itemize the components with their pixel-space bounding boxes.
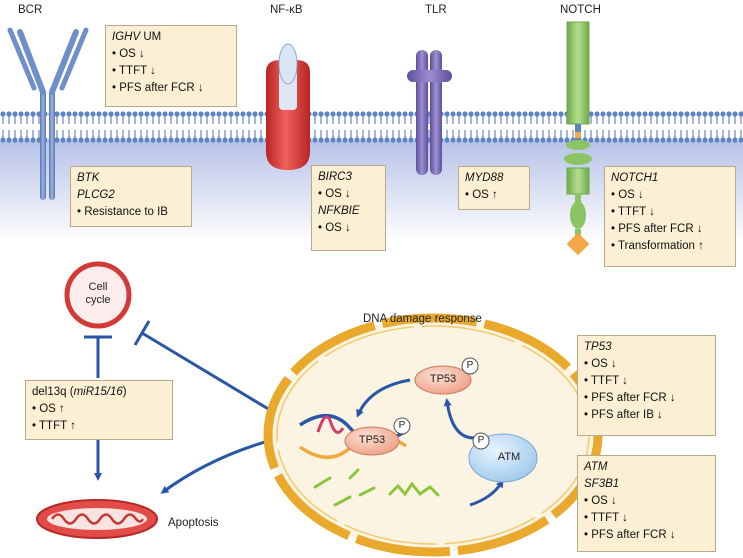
ddr-label: DNA damage response: [363, 313, 482, 325]
list-item: PFS after FCR ↓: [611, 221, 729, 238]
list-item: PFS after FCR ↓: [584, 390, 709, 407]
notch-label: NOTCH: [560, 4, 601, 16]
dna-to-atm-arrow: [469, 479, 504, 507]
gene-label: BTK: [77, 172, 100, 184]
del13q-inhibition-line: [84, 335, 112, 378]
phosphate-label: P: [477, 435, 485, 446]
gene-label: NOTCH1: [611, 172, 659, 184]
del13q-box: del13q (miR15/16) OS ↑ TTFT ↑: [25, 380, 173, 440]
list-item: OS ↓: [611, 187, 729, 204]
list-item: TTFT ↓: [112, 63, 230, 80]
list-item: OS ↑: [32, 401, 166, 418]
list-item: OS ↓: [584, 356, 709, 373]
list-item: OS ↓: [584, 493, 709, 510]
tp53-node-top: [414, 365, 472, 395]
mitochondrion-icon: [36, 499, 158, 539]
gene-label: TP53: [584, 341, 612, 353]
list-item: OS ↓: [318, 186, 379, 203]
nfkb-receptor-icon: [266, 43, 310, 170]
bcr-receptor-icon: [7, 27, 89, 200]
dna-fragments: [313, 468, 440, 507]
apoptosis-label: Apoptosis: [168, 517, 219, 529]
bcr-label: BCR: [18, 4, 43, 16]
birc3-nfkbie-box: BIRC3 OS ↓ NFKBIE OS ↓: [311, 165, 386, 251]
btk-box: BTK PLCG2 Resistance to IB: [70, 166, 192, 227]
list-item: TTFT ↓: [584, 373, 709, 390]
list-item: Transformation ↑: [611, 238, 729, 255]
gene-label: MYD88: [465, 172, 504, 184]
myd88-box: MYD88 OS ↑: [458, 166, 530, 210]
list-item: OS ↑: [465, 187, 523, 204]
cell-cycle-node: [64, 261, 132, 329]
gene-label: ATM: [584, 461, 608, 473]
cell-cycle-label: Cell cycle: [85, 281, 111, 306]
phosphate-icon: [472, 432, 490, 450]
atm-to-tp53-arrow: [443, 398, 475, 440]
phosphate-label: P: [466, 360, 474, 371]
ighv-heading: IGHV UM: [112, 31, 162, 43]
gene-label: NFKBIE: [318, 205, 360, 217]
phosphate-label: P: [398, 420, 406, 431]
list-item: TTFT ↑: [32, 418, 166, 435]
list-item: Resistance to IB: [77, 204, 185, 221]
phosphate-icon: [393, 417, 411, 435]
nucleus: [263, 313, 603, 557]
tlr-label: TLR: [425, 4, 447, 16]
atm-node-label: ATM: [497, 451, 521, 463]
list-item: TTFT ↓: [611, 204, 729, 221]
tp53-dna-label: TP53: [358, 434, 386, 446]
cell-membrane: [0, 111, 743, 143]
tp53-to-dna-arrow: [356, 378, 411, 418]
notch1-box: NOTCH1 OS ↓ TTFT ↓ PFS after FCR ↓ Trans…: [604, 166, 736, 267]
ighv-box: IGHV UM OS ↓ TTFT ↓ PFS after FCR ↓: [105, 25, 237, 107]
list-item: OS ↓: [112, 46, 230, 63]
phosphate-icon: [461, 357, 479, 375]
gene-label: PLCG2: [77, 189, 115, 201]
nfkb-label: NF-κB: [270, 4, 303, 16]
list-item: PFS after FCR ↓: [584, 527, 709, 544]
tp53-node-dna: [344, 426, 400, 456]
tp53-box: TP53 OS ↓ TTFT ↓ PFS after FCR ↓ PFS aft…: [577, 335, 716, 436]
list-item: PFS after FCR ↓: [112, 80, 230, 97]
tlr-receptor-icon: [407, 50, 452, 175]
list-item: TTFT ↓: [584, 510, 709, 527]
atm-sf3b1-box: ATM SF3B1 OS ↓ TTFT ↓ PFS after FCR ↓: [577, 455, 716, 552]
gene-label: BIRC3: [318, 171, 352, 183]
tp53-top-label: TP53: [429, 373, 457, 385]
del13q-heading: del13q (miR15/16): [32, 386, 127, 398]
gene-label: SF3B1: [584, 478, 620, 490]
list-item: OS ↓: [318, 220, 379, 237]
list-item: PFS after IB ↓: [584, 407, 709, 424]
